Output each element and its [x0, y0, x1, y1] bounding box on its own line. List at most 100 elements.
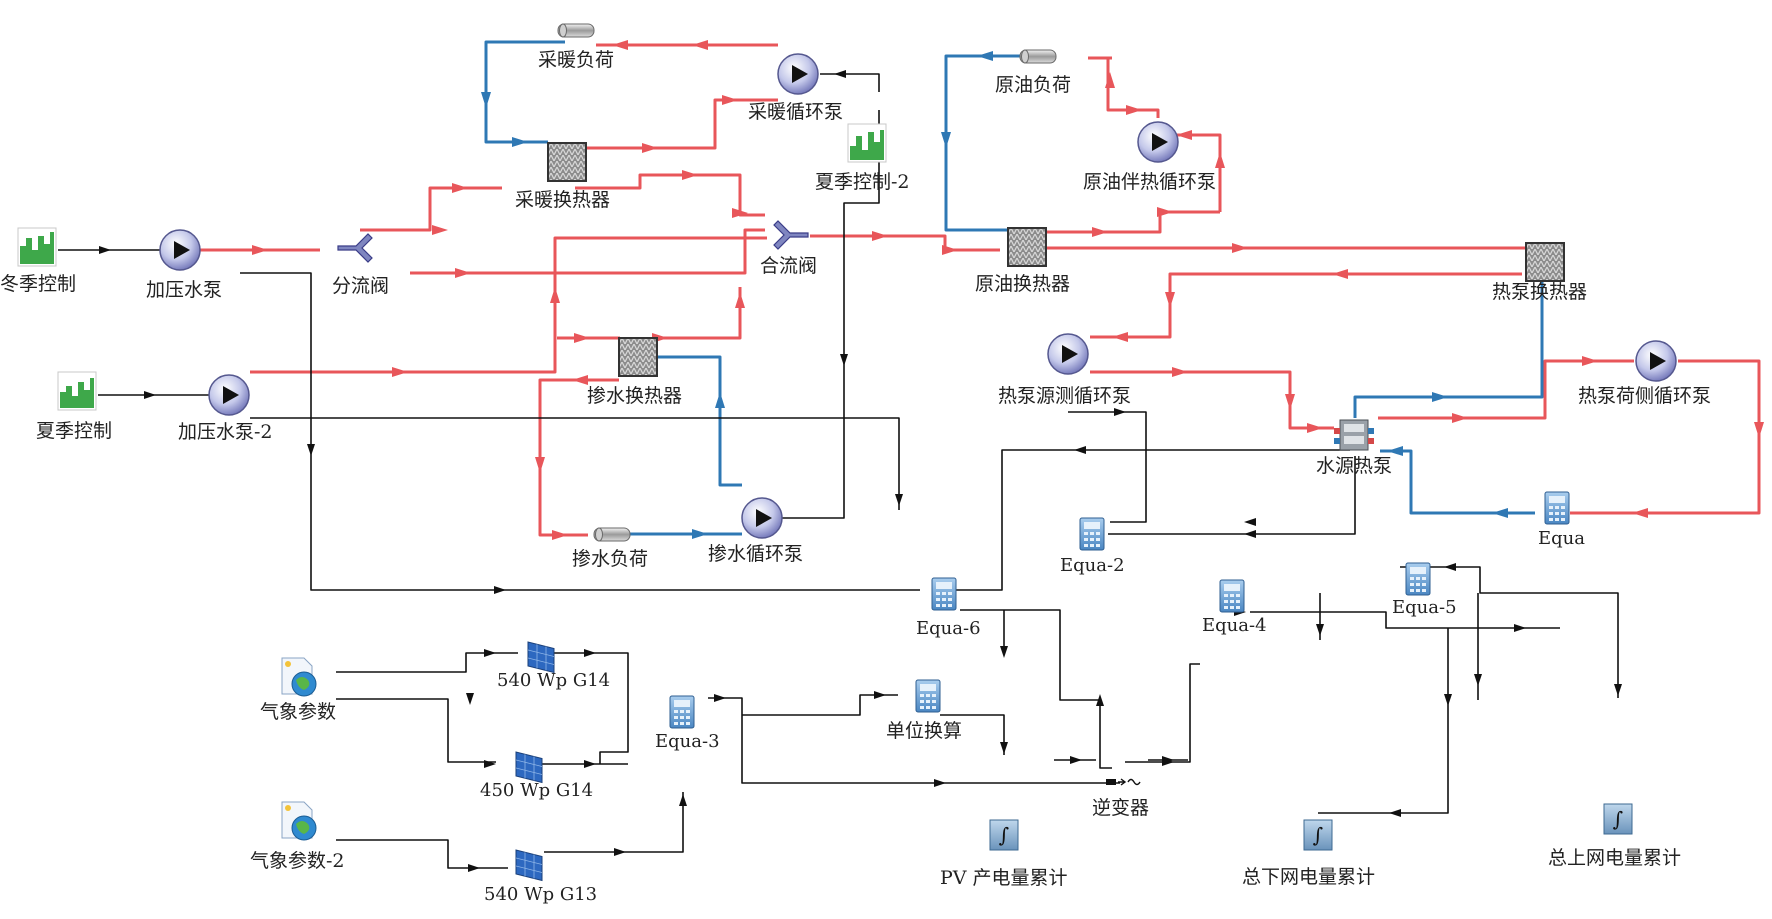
flow-arrow	[512, 137, 528, 147]
flow-arrow	[692, 529, 708, 539]
flow-arrow	[612, 40, 628, 50]
flow-arrow	[481, 92, 491, 108]
flow-arrow	[432, 225, 448, 235]
crude-hx-icon[interactable]	[1007, 227, 1047, 267]
mixing-pump-label: 掺水循环泵	[708, 543, 803, 565]
flow-arrow	[679, 794, 687, 806]
equa-3-icon[interactable]	[669, 695, 695, 729]
svg-text:∫: ∫	[1313, 823, 1323, 847]
flow-arrow	[307, 444, 315, 456]
unit-conversion-icon[interactable]	[915, 679, 941, 713]
flow-arrow	[977, 51, 993, 61]
flow-arrow	[494, 586, 506, 594]
flow-arrow	[99, 246, 111, 254]
grid-export-integrator-icon[interactable]: ∫	[1603, 803, 1633, 835]
grid-import-integrator-icon[interactable]: ∫	[1303, 819, 1333, 851]
svg-text:∫: ∫	[1613, 807, 1623, 831]
flow-arrow	[1614, 684, 1622, 696]
pv-450-g14-icon[interactable]	[515, 751, 543, 784]
flow-arrow	[735, 292, 745, 308]
crude-load-icon[interactable]	[1019, 49, 1057, 64]
flow-arrow	[1105, 72, 1115, 88]
component-labels: 冬季控制 夏季控制 夏季控制-2 加压水泵 加压水泵-2 分流阀 合流阀 采暖负…	[0, 49, 1711, 905]
summer-control-icon[interactable]	[57, 371, 97, 411]
pv-540-g13-icon[interactable]	[515, 849, 543, 882]
flow-arrow	[550, 287, 560, 303]
flow-arrow	[941, 132, 951, 148]
flow-arrow	[1514, 624, 1526, 632]
flow-arrow	[552, 530, 568, 540]
mixing-hx-icon[interactable]	[618, 337, 658, 377]
flow-arrow	[1232, 243, 1248, 253]
flow-arrow	[692, 40, 708, 50]
crude-load-label: 原油负荷	[995, 74, 1071, 96]
equa-6-icon[interactable]	[931, 577, 957, 611]
flow-arrow	[1176, 130, 1192, 140]
summer-control-label: 夏季控制	[36, 420, 112, 442]
summer-control-2-icon[interactable]	[847, 123, 887, 163]
signal-lines	[58, 73, 1619, 869]
flow-arrow	[834, 70, 846, 78]
flow-arrow	[934, 779, 946, 787]
flow-arrows	[99, 40, 1764, 872]
pv-540-g14-label: 540 Wp G14	[497, 670, 610, 691]
flow-arrow	[1126, 105, 1142, 115]
weather-2-label: 气象参数-2	[250, 850, 345, 872]
flow-arrow	[722, 95, 738, 105]
equa-icon[interactable]	[1544, 491, 1570, 525]
diverter-valve-icon[interactable]	[337, 233, 373, 263]
flow-arrow	[1074, 446, 1086, 454]
heating-pump-icon[interactable]	[777, 53, 819, 95]
booster-pump-icon[interactable]	[159, 229, 201, 271]
mixer-valve-icon[interactable]	[773, 220, 809, 250]
flow-arrow	[1114, 408, 1126, 416]
winter-control-label: 冬季控制	[0, 273, 76, 295]
inverter-icon[interactable]	[1106, 778, 1141, 786]
mixing-load-icon[interactable]	[593, 527, 631, 542]
flow-arrow	[1244, 530, 1256, 538]
equa-4-icon[interactable]	[1219, 579, 1245, 613]
equa-5-icon[interactable]	[1405, 562, 1431, 596]
svg-text:∫: ∫	[999, 823, 1009, 847]
crude-pump-icon[interactable]	[1137, 121, 1179, 163]
source-pump-icon[interactable]	[1047, 333, 1089, 375]
flow-arrow	[715, 392, 725, 408]
equa-4-label: Equa-4	[1202, 615, 1267, 636]
mixing-pump-icon[interactable]	[741, 497, 783, 539]
winter-control-icon[interactable]	[17, 227, 57, 267]
flow-arrow	[1157, 207, 1173, 217]
flow-arrow	[1492, 508, 1508, 518]
heating-hx-label: 采暖换热器	[515, 189, 610, 211]
water-heatpump-icon[interactable]	[1334, 419, 1374, 451]
flow-arrow	[1000, 646, 1008, 658]
heating-pump-label: 采暖循环泵	[748, 101, 843, 123]
pv-total-integrator-icon[interactable]: ∫	[989, 819, 1019, 851]
heating-load-icon[interactable]	[557, 23, 595, 38]
load-pump-label: 热泵荷侧循环泵	[1578, 385, 1711, 407]
equa-2-icon[interactable]	[1079, 517, 1105, 551]
booster-pump-2-icon[interactable]	[208, 374, 250, 416]
flow-arrow	[484, 760, 496, 768]
flow-arrow	[392, 367, 408, 377]
flow-arrow	[840, 354, 848, 366]
diverter-valve-label: 分流阀	[332, 275, 389, 297]
heatpump-hx-icon[interactable]	[1525, 242, 1565, 282]
flow-arrow	[1632, 508, 1648, 518]
load-pump-icon[interactable]	[1635, 340, 1677, 382]
flow-arrow	[455, 268, 471, 278]
crude-pump-label: 原油伴热循环泵	[1083, 171, 1216, 193]
flow-arrow	[1165, 292, 1175, 308]
flow-arrow	[466, 693, 474, 705]
flow-arrow	[1387, 446, 1403, 456]
flow-arrow	[642, 143, 658, 153]
flow-arrow	[574, 333, 590, 343]
heating-hx-icon[interactable]	[547, 142, 587, 182]
weather-icon[interactable]	[281, 657, 317, 697]
flow-arrow	[1452, 413, 1468, 423]
pv-540-g14-icon[interactable]	[527, 641, 555, 674]
flow-arrow	[584, 760, 596, 768]
weather-2-icon[interactable]	[281, 801, 317, 841]
flow-arrow	[1444, 563, 1456, 571]
flow-arrow	[1112, 332, 1128, 342]
